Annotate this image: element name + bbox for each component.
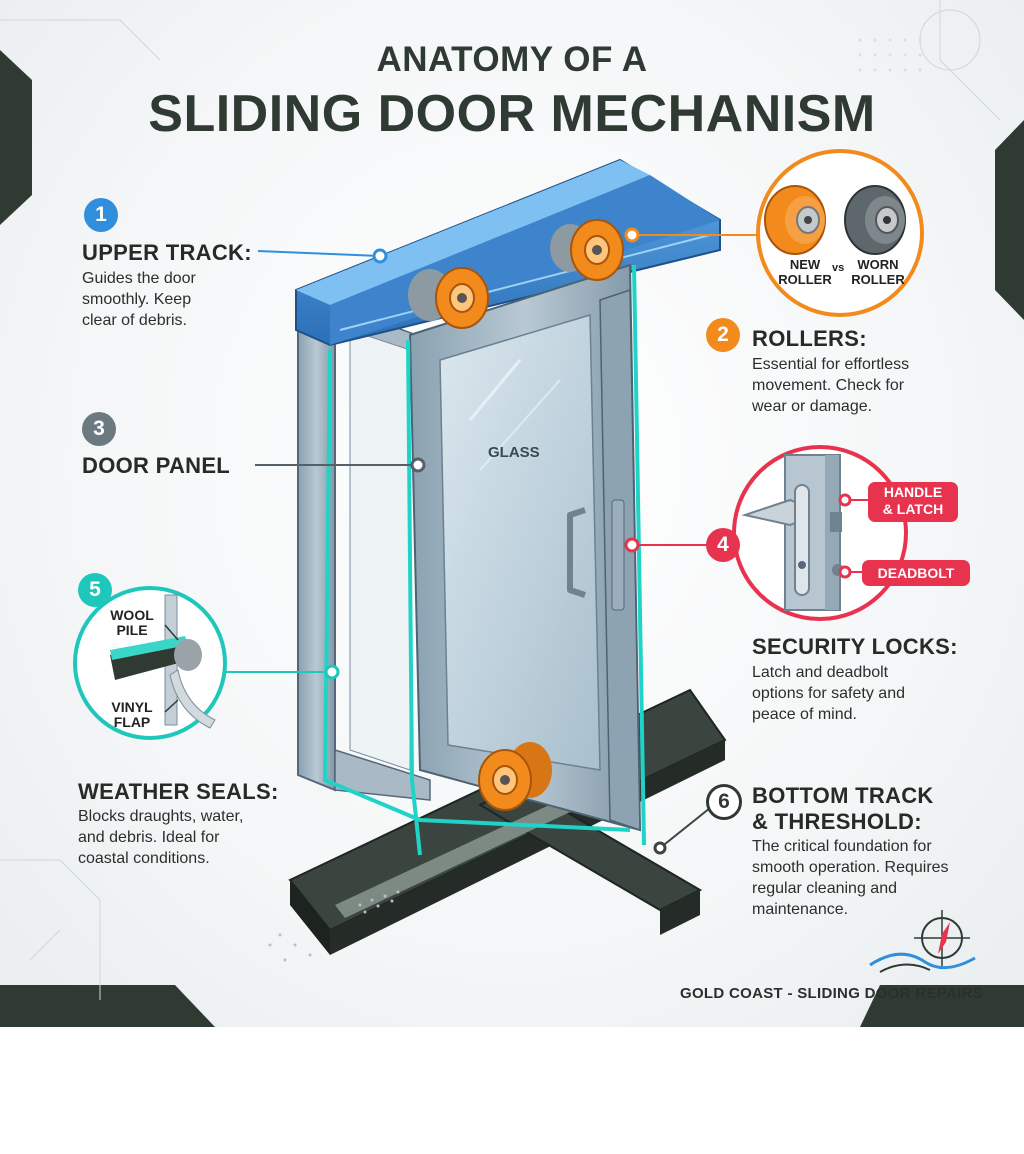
label-latch-line: & LATCH (882, 501, 944, 517)
bottom-left-corner-shape (0, 985, 215, 1027)
door-panel (408, 263, 642, 832)
desc-bottom-track-line: The critical foundation for (752, 838, 932, 855)
roller-top-left (408, 267, 489, 329)
footer-brand: GOLD COAST - SLIDING DOOR REPAIRS (680, 985, 983, 1002)
label-handle-line: HANDLE (883, 484, 943, 500)
heading-bottom-track-line: BOTTOM TRACK (752, 783, 934, 808)
desc-upper-track-line: clear of debris. (82, 312, 187, 329)
label-vinyl-flap: VINYL FLAP (102, 700, 162, 730)
title-line-1: ANATOMY OF A (376, 40, 648, 79)
desc-weather-seals-line: Blocks draughts, water, (78, 808, 244, 825)
desc-weather-seals-line: coastal conditions. (78, 850, 210, 867)
compass-wave-logo (869, 910, 976, 973)
seal-callout (73, 586, 227, 740)
desc-bottom-track-line: regular cleaning and (752, 880, 897, 897)
heading-bottom-track: BOTTOM TRACK & THRESHOLD: (752, 783, 934, 835)
desc-weather-seals-line: and debris. Ideal for (78, 829, 220, 846)
desc-upper-track-line: Guides the door (82, 270, 196, 287)
roller-bottom (478, 742, 552, 811)
desc-security-locks-line: peace of mind. (752, 706, 857, 723)
desc-upper-track-line: smoothly. Keep (82, 291, 192, 308)
background-decoration (0, 0, 1024, 1027)
desc-bottom-track-line: maintenance. (752, 901, 849, 918)
left-corner-shape (0, 50, 32, 225)
desc-rollers-line: movement. Check for (752, 377, 905, 394)
desc-weather-seals: Blocks draughts, water, and debris. Idea… (78, 806, 243, 869)
label-flap-line: FLAP (113, 714, 151, 730)
desc-bottom-track: The critical foundation for smooth opera… (752, 836, 949, 920)
badge-upper-track: 1 (84, 198, 118, 232)
label-new-roller-line: ROLLER (778, 272, 832, 287)
heading-door-panel: DOOR PANEL (82, 453, 231, 478)
badge-rollers: 2 (706, 318, 740, 352)
badge-bottom-track: 6 (706, 784, 742, 820)
label-worn-roller-line: ROLLER (851, 272, 905, 287)
bottom-right-corner-shape (860, 985, 1024, 1027)
infographic-canvas: ANATOMY OF A SLIDING DOOR MECHANISM (0, 0, 1024, 1027)
badge-door-panel: 3 (82, 412, 116, 446)
title-line-2: SLIDING DOOR MECHANISM (148, 85, 876, 143)
label-wool-pile: WOOL PILE (102, 608, 162, 638)
roller-callout (756, 149, 924, 317)
label-vs: vs (832, 262, 845, 274)
desc-security-locks-line: Latch and deadbolt (752, 664, 889, 681)
label-new-roller: NEW ROLLER (775, 257, 835, 287)
label-handle-latch: HANDLE & LATCH (868, 482, 958, 522)
desc-security-locks-line: options for safety and (752, 685, 905, 702)
label-new-roller-line: NEW (789, 257, 821, 272)
lock-callout (732, 445, 908, 621)
label-deadbolt: DEADBOLT (862, 560, 970, 586)
badge-security-locks: 4 (706, 528, 740, 562)
desc-upper-track: Guides the door smoothly. Keep clear of … (82, 268, 196, 331)
heading-threshold-line: & THRESHOLD: (752, 809, 922, 834)
heading-security-locks: SECURITY LOCKS: (752, 634, 958, 659)
desc-rollers-line: Essential for effortless (752, 356, 910, 373)
roller-top-right (550, 219, 624, 281)
label-glass: GLASS (488, 444, 540, 461)
heading-weather-seals: WEATHER SEALS: (78, 779, 279, 804)
right-corner-shape (995, 120, 1024, 320)
label-pile-line: PILE (116, 622, 148, 638)
desc-security-locks: Latch and deadbolt options for safety an… (752, 662, 905, 725)
label-worn-roller: WORN ROLLER (848, 257, 908, 287)
desc-rollers: Essential for effortless movement. Check… (752, 354, 909, 417)
weather-seal-lines (322, 264, 646, 856)
label-worn-roller-line: WORN (857, 257, 899, 272)
heading-upper-track: UPPER TRACK: (82, 240, 252, 265)
heading-rollers: ROLLERS: (752, 326, 867, 351)
badge-weather-seals: 5 (78, 573, 112, 607)
label-wool-line: WOOL (110, 607, 154, 623)
desc-rollers-line: wear or damage. (752, 398, 873, 415)
label-vinyl-line: VINYL (111, 699, 153, 715)
background-dot-grid (858, 38, 922, 72)
desc-bottom-track-line: smooth operation. Requires (752, 859, 949, 876)
